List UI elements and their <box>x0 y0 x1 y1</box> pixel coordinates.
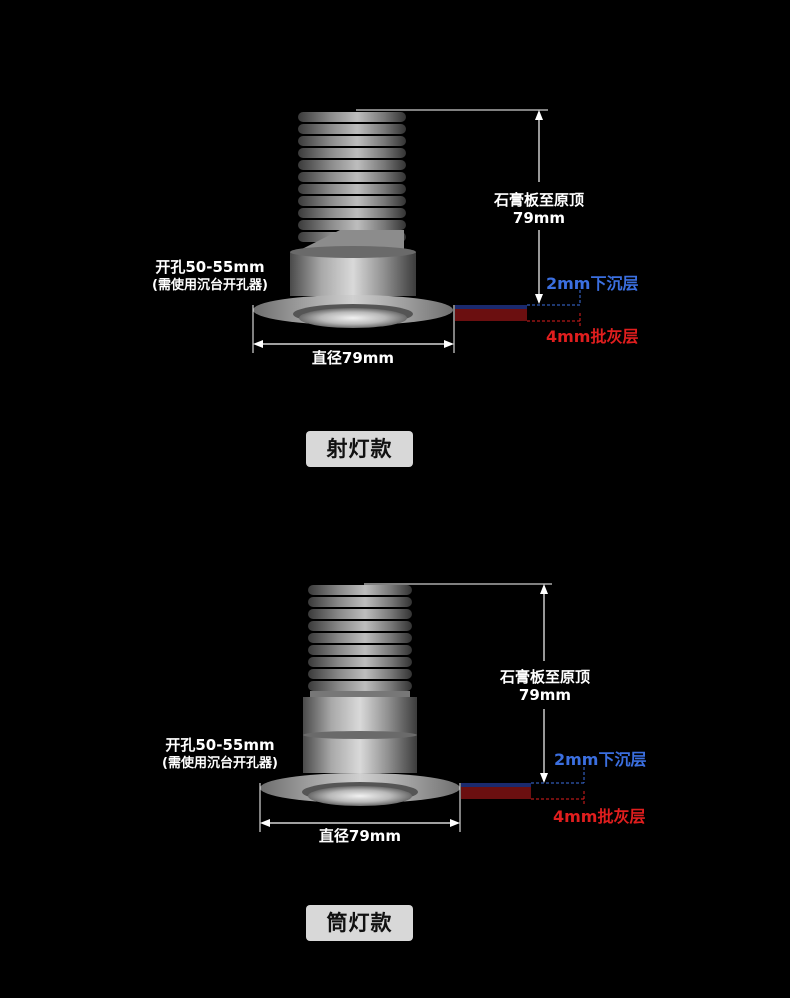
diameter-label: 直径79mm <box>318 827 402 845</box>
sink-layer-bar <box>461 783 531 787</box>
sink-layer-label: 2mm下沉层 <box>546 274 639 293</box>
fixture-inner-cup <box>308 786 412 806</box>
putty-layer-bar <box>461 787 531 799</box>
ceiling-height-label: 石膏板至原顶 <box>499 668 590 686</box>
hole-size-label: 开孔50-55mm <box>155 258 265 276</box>
product-name-badge: 筒灯款 <box>306 905 413 941</box>
putty-layer-label: 4mm批灰层 <box>553 807 646 826</box>
spotlight-fixture-illustration <box>252 109 581 353</box>
ceiling-height-label: 石膏板至原顶 <box>493 191 584 209</box>
panel-downlight: 开孔50-55mm (需使用沉台开孔器) 石膏板至原顶 79mm 2mm下沉层 … <box>0 499 790 998</box>
putty-layer-label: 4mm批灰层 <box>546 327 639 346</box>
ceiling-height-value: 79mm <box>518 686 572 704</box>
hole-size-label: 开孔50-55mm <box>165 736 275 754</box>
ceiling-height-value: 79mm <box>512 209 566 227</box>
heatsink-fins <box>298 112 406 242</box>
downlight-fixture-illustration <box>259 583 585 832</box>
hole-size-note: (需使用沉台开孔器) <box>162 756 278 771</box>
product-name-badge: 射灯款 <box>306 431 413 467</box>
diameter-label: 直径79mm <box>311 349 395 367</box>
sink-layer-label: 2mm下沉层 <box>554 750 647 769</box>
fixture-inner-cup <box>299 308 407 328</box>
panel-spotlight: 开孔50-55mm (需使用沉台开孔器) 石膏板至原顶 79mm 2mm下沉层 … <box>152 109 639 467</box>
fixture-body <box>290 252 416 296</box>
heatsink-fins <box>308 585 412 691</box>
putty-layer-bar <box>455 309 527 321</box>
sink-layer-bar <box>455 305 527 309</box>
hole-size-note: (需使用沉台开孔器) <box>152 278 268 293</box>
